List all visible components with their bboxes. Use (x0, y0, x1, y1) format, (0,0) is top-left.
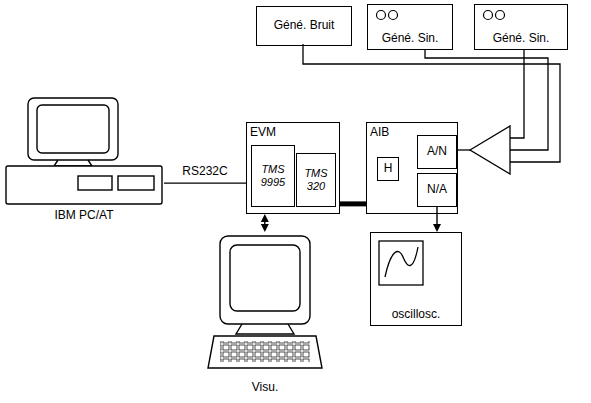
disk-drive (118, 176, 154, 190)
knob-symbol (496, 11, 505, 20)
node-label: Visu. (252, 381, 278, 395)
connector-line (164, 182, 246, 183)
illustrated-node: Géné. Sin. (367, 4, 453, 50)
node-label: EVM (250, 126, 276, 140)
knob-symbol (484, 11, 493, 20)
connector-label: RS232C (180, 165, 229, 179)
text-holder: AIB (367, 123, 457, 213)
connector (433, 207, 441, 232)
text-holder: A/N (418, 136, 456, 168)
knob-symbol (377, 11, 386, 20)
node-shape (4, 96, 164, 226)
bus-line (340, 201, 366, 206)
block-box: Géné. Bruit (256, 6, 352, 46)
sine-wire (510, 50, 524, 138)
node-label: Géné. Sin. (382, 32, 439, 46)
block-box: AIB H A/N N/A (366, 122, 458, 214)
scope-trace (385, 247, 418, 277)
terminal-body (220, 236, 310, 324)
connector (164, 183, 246, 184)
illustrated-node: Visu. (206, 232, 324, 398)
text-holder: TMS 320 (297, 154, 335, 206)
system-unit (6, 166, 162, 204)
text-holder: Géné. Sin. (368, 5, 452, 49)
illustrated-node: IBM PC/AT (4, 96, 164, 226)
connector (261, 214, 269, 232)
block-box: H (377, 157, 399, 181)
monitor-screen (37, 105, 109, 153)
connector-line (436, 207, 437, 226)
node-label: N/A (427, 183, 447, 197)
text-holder: IBM PC/AT (4, 96, 164, 226)
terminal-screen (230, 245, 300, 311)
noise-wire (303, 44, 560, 162)
node-label: IBM PC/AT (54, 209, 113, 223)
block-box: N/A (417, 173, 457, 207)
text-holder: Visu. (206, 232, 324, 398)
arrow-head (261, 214, 269, 222)
keyboard (208, 336, 322, 368)
amplifier-output-wire (458, 149, 470, 150)
text-holder: H (378, 158, 398, 180)
node-label: oscillosc. (392, 308, 441, 322)
block-box: TMS 9995 (251, 145, 295, 207)
text-holder: Géné. Bruit (257, 7, 351, 45)
block-box: A/N (417, 135, 457, 169)
arrow-head (261, 224, 269, 232)
node-label: Géné. Sin. (493, 32, 550, 46)
node-label: H (384, 162, 393, 176)
illustrated-node: Géné. Sin. (474, 4, 568, 50)
block-box: EVM TMS 9995 TMS 320 (246, 122, 340, 214)
node-label: Géné. Bruit (274, 19, 335, 33)
text-holder: TMS 9995 (252, 146, 294, 206)
node-label: AIB (370, 126, 389, 140)
text-holder: N/A (418, 174, 456, 206)
node-label: A/N (427, 145, 447, 159)
knob-symbol (389, 11, 398, 20)
connector (340, 203, 366, 204)
disk-drive (78, 176, 112, 190)
node-label: TMS 9995 (255, 163, 291, 188)
block-box: TMS 320 (296, 153, 336, 207)
keyboard-keys (220, 341, 310, 362)
monitor-body (28, 98, 118, 160)
arrow-head (433, 224, 441, 232)
illustrated-node: oscillosc. (370, 232, 462, 326)
monitor-stand (54, 160, 92, 166)
node-label: TMS 320 (300, 167, 332, 192)
text-holder: oscillosc. (371, 233, 461, 325)
scope-screen (379, 241, 423, 285)
node-shape (206, 232, 324, 398)
terminal-stand (236, 324, 294, 334)
text-holder: Géné. Sin. (475, 5, 567, 49)
amplifier-symbol (470, 126, 510, 174)
